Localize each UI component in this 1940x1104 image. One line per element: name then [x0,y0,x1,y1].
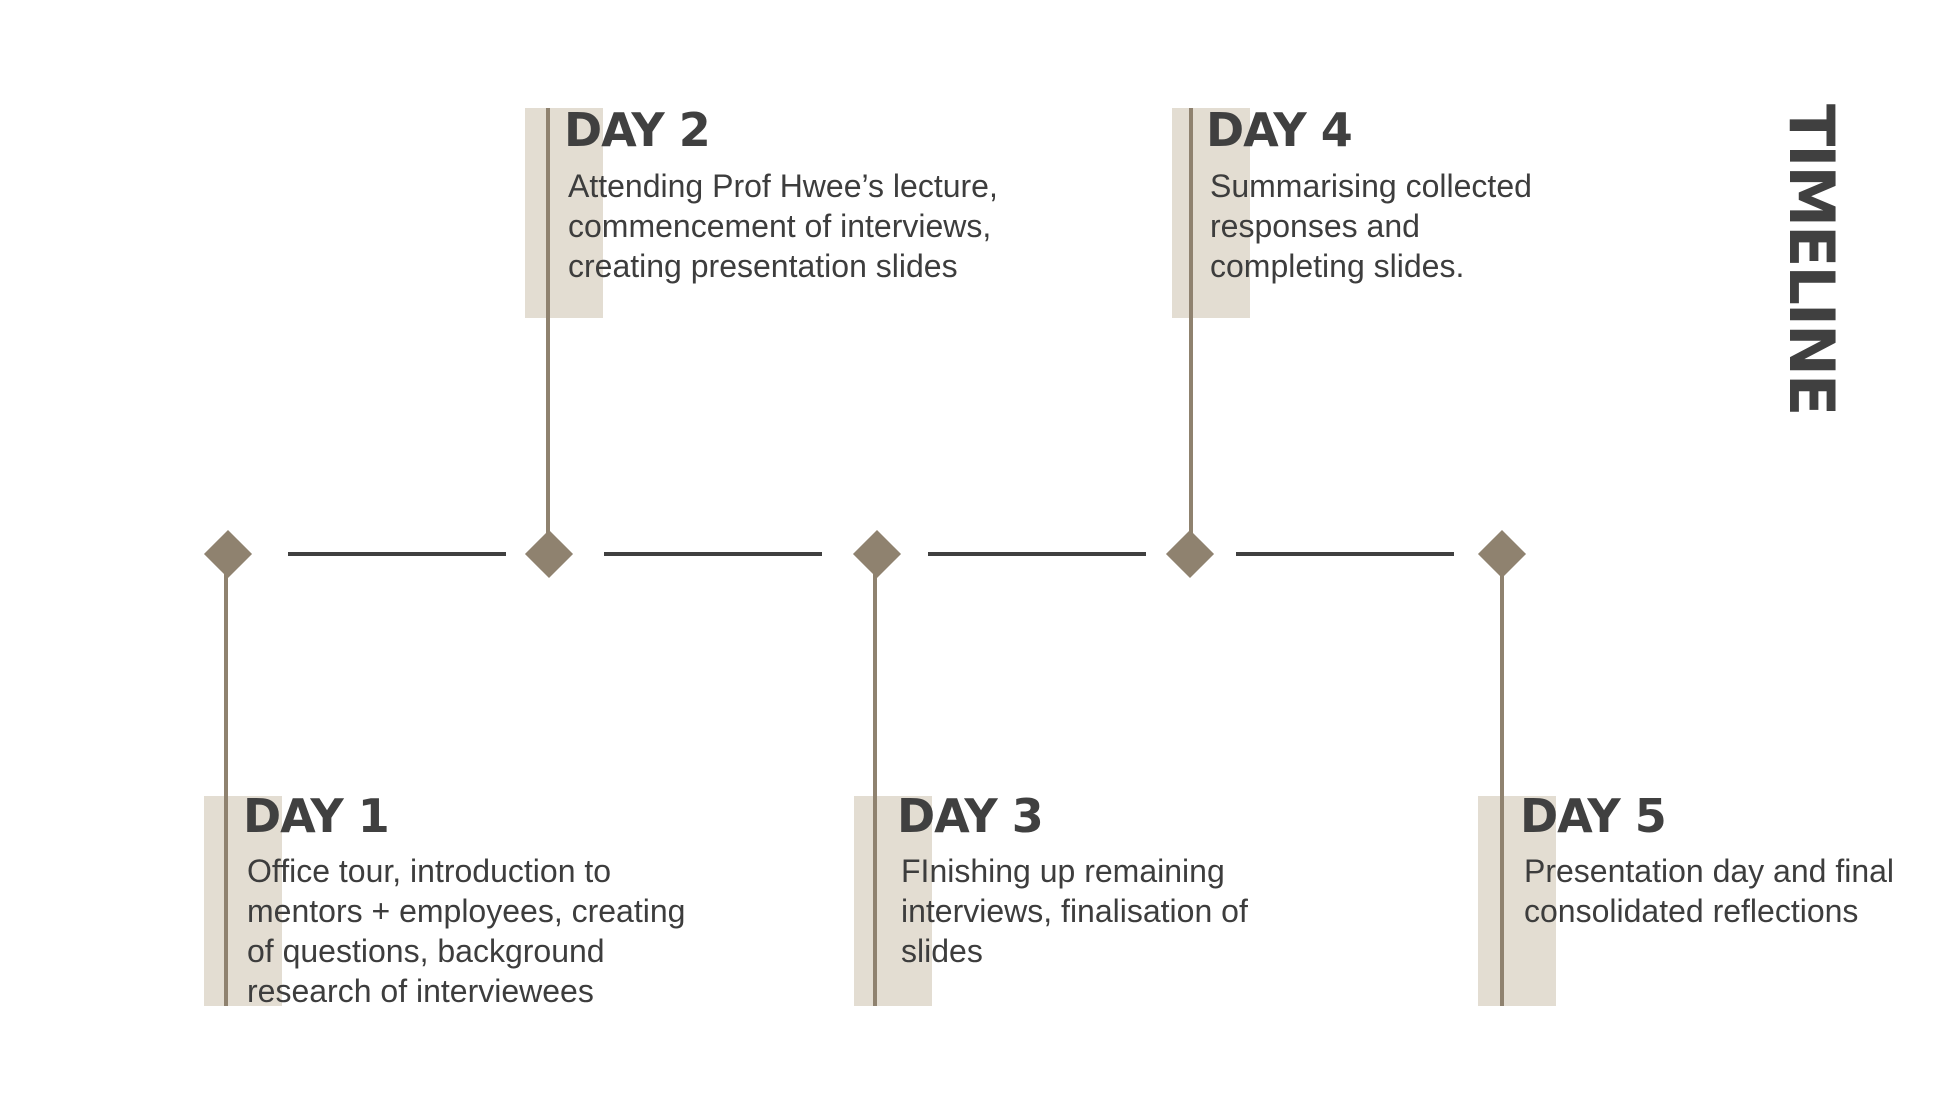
day-2-description: Attending Prof Hwee’s lecture, commencem… [568,168,998,284]
day-4-diamond-marker [1165,529,1215,579]
day-2-stem [546,108,550,556]
day-3-title: DAY 3 [897,789,1044,843]
day-2-title: DAY 2 [564,103,711,157]
day-4-accent-block [1172,108,1250,318]
timeline-connector-4-5 [1236,552,1454,556]
timeline-connector-3-4 [928,552,1146,556]
day-1-diamond-marker [203,529,253,579]
day-1-stem [224,556,228,1006]
day-2-diamond-marker [524,529,574,579]
day-4-stem [1189,108,1193,556]
day-5-diamond-marker [1477,529,1527,579]
day-1-description: Office tour, introduction to mentors + e… [247,853,686,1009]
day-1-accent-block [204,796,282,1006]
day-1-title: DAY 1 [243,789,390,843]
day-5-description: Presentation day and final consolidated … [1524,853,1895,929]
timeline-connector-2-3 [604,552,822,556]
day-4-description: Summarising collected responses and comp… [1210,168,1532,284]
day-2-accent-block [525,108,603,318]
day-5-title: DAY 5 [1520,789,1667,843]
day-4-title: DAY 4 [1206,103,1353,157]
day-5-accent-block [1478,796,1556,1006]
day-3-accent-block [854,796,932,1006]
day-3-stem [873,556,877,1006]
day-5-stem [1500,556,1504,1006]
day-3-diamond-marker [852,529,902,579]
day-3-description: FInishing up remaining interviews, final… [901,853,1248,969]
timeline-title: TIMELINE [1775,104,1848,415]
timeline-connector-1-2 [288,552,506,556]
